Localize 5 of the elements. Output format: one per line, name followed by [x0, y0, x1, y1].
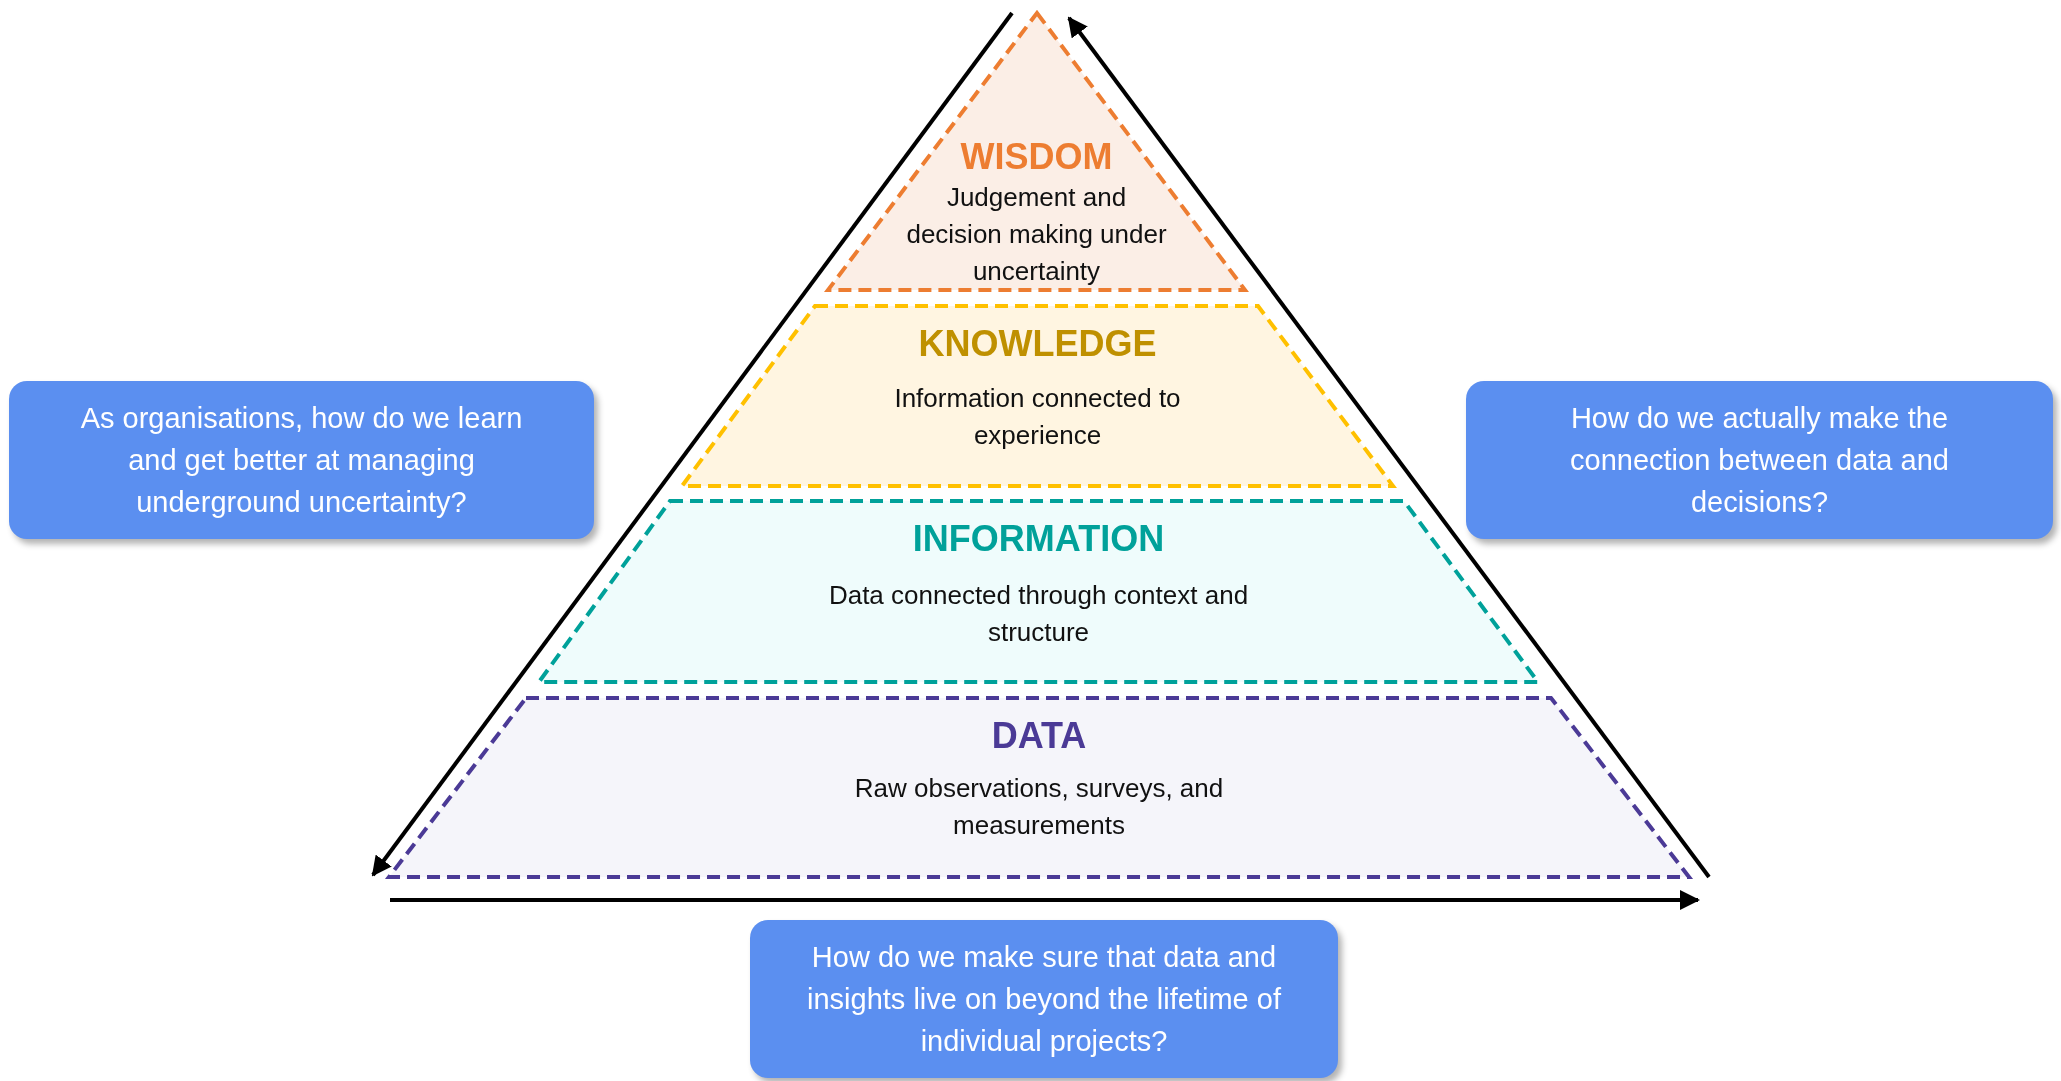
layer-description: Data connected through context and structure [827, 579, 1250, 649]
layer-heading: INFORMATION [911, 517, 1166, 561]
question-callout: How do we make sure that data and insights live on beyond the lifetime of individual projects? [750, 920, 1338, 1078]
question-callout: How do we actually make the connection between data and decisions? [1466, 381, 2053, 539]
question-callout: As organisations, how do we learn and get better at managing underground uncertainty? [9, 381, 594, 539]
